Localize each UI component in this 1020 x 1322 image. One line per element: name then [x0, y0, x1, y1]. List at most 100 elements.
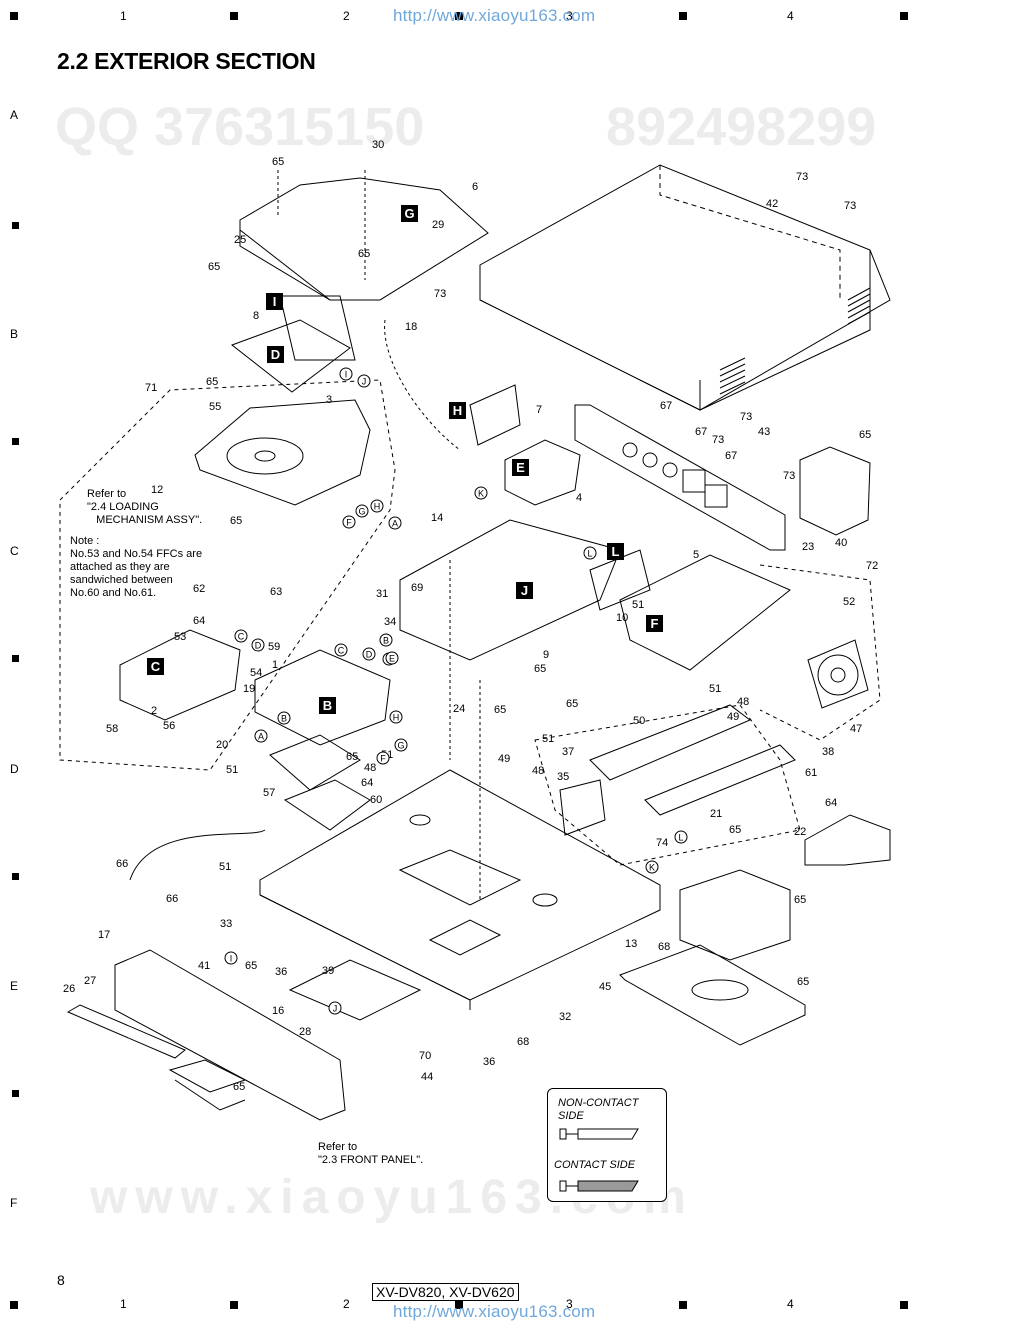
- grid-mark: [679, 12, 687, 20]
- part-number-label: 51: [226, 764, 238, 776]
- part-number-label: 51: [632, 599, 644, 611]
- board-e: [504, 439, 581, 506]
- board-letter-box: [512, 459, 529, 476]
- row-label-a: A: [10, 108, 19, 122]
- col-label-1-bottom: 1: [120, 1297, 127, 1311]
- connector-label: H: [374, 502, 381, 512]
- part-number-label: 47: [850, 723, 862, 735]
- grid-mark: [12, 655, 19, 662]
- part-number-label: 2: [151, 705, 157, 717]
- board-i: [279, 295, 356, 361]
- board-letter-box: [147, 658, 164, 675]
- page-title: 2.2 EXTERIOR SECTION: [57, 48, 316, 74]
- part-number-label: 57: [263, 787, 275, 799]
- part-number-label: 74: [656, 837, 668, 849]
- part-number-label: 32: [559, 1011, 571, 1023]
- heatsink-50: [589, 704, 751, 781]
- disc-tray: [226, 437, 304, 475]
- loading-mechanism: [194, 399, 371, 506]
- part-number-label: 14: [431, 512, 443, 524]
- part-number-label: 40: [835, 537, 847, 549]
- board-letter-label: E: [516, 460, 525, 475]
- board-letter-box: [449, 402, 466, 419]
- transformer: [679, 869, 791, 961]
- legend-contact: CONTACT SIDE: [554, 1159, 636, 1171]
- connector-label: J: [362, 377, 367, 387]
- row-label-f: F: [10, 1196, 18, 1210]
- part-number-label: 64: [361, 777, 373, 789]
- sheet-44: [174, 1079, 246, 1111]
- loading-outline: [59, 379, 396, 771]
- part-number-label: 65: [230, 515, 242, 527]
- note-refer-loading: Refer to "2.4 LOADING MECHANISM ASSY".: [87, 488, 203, 526]
- part-number-label: 4: [576, 492, 582, 504]
- grid-mark: [679, 1301, 687, 1309]
- connector-label: B: [383, 636, 389, 646]
- board-letter-label: L: [612, 544, 620, 559]
- part-number-label: 56: [163, 720, 175, 732]
- grid-mark: [900, 1301, 908, 1309]
- part-number-label: 65: [794, 894, 806, 906]
- part-number-label: 39: [322, 965, 334, 977]
- part-number-label: 58: [106, 723, 118, 735]
- part-number-label: 3: [326, 394, 332, 406]
- grid-mark: [12, 1090, 19, 1097]
- board-letter-label: C: [151, 659, 161, 674]
- part-number-label: 51: [219, 861, 231, 873]
- part-number-label: 36: [275, 966, 287, 978]
- connector-circle: [389, 710, 403, 724]
- bottom-plate: [619, 944, 806, 1046]
- connector-label: K: [649, 863, 655, 873]
- part-number-label: 73: [783, 470, 795, 482]
- connector-label: B: [281, 714, 287, 724]
- connector-circle: [388, 516, 402, 530]
- board-h: [469, 384, 521, 446]
- connector-label: A: [258, 732, 264, 742]
- col-label-2-bottom: 2: [343, 1297, 350, 1311]
- part-number-label: 65: [534, 663, 546, 675]
- part-number-label: 42: [766, 198, 778, 210]
- part-number-label: 72: [866, 560, 878, 572]
- board-letter-box: [267, 346, 284, 363]
- connector-label: D: [255, 641, 262, 651]
- part-number-label: 36: [483, 1056, 495, 1068]
- board-letter-label: G: [404, 206, 414, 221]
- connector-label: K: [478, 489, 484, 499]
- part-number-label: 73: [740, 411, 752, 423]
- grid-mark: [12, 222, 19, 229]
- connector-circle: [379, 633, 393, 647]
- heatsink-48: [644, 744, 796, 816]
- part-number-label: 12: [151, 484, 163, 496]
- part-number-label: 10: [616, 612, 628, 624]
- part-number-label: 63: [270, 586, 282, 598]
- connector-label: I: [230, 954, 233, 964]
- board-letter-box: [607, 543, 624, 560]
- connector-circle: [277, 711, 291, 725]
- part-number-label: 65: [358, 248, 370, 260]
- part-number-label: 44: [421, 1071, 433, 1083]
- connector-label: F: [346, 518, 352, 528]
- footer-url-link[interactable]: http://www.xiaoyu163.com: [393, 1302, 596, 1321]
- part-number-label: 73: [796, 171, 808, 183]
- part-number-label: 6: [472, 181, 478, 193]
- part-number-label: 62: [193, 583, 205, 595]
- front-strip-41: [66, 1004, 186, 1059]
- header-url-link[interactable]: http://www.xiaoyu163.com: [393, 6, 596, 25]
- row-label-b: B: [10, 327, 19, 341]
- grid-mark: [10, 1301, 18, 1309]
- part-number-label: 31: [376, 588, 388, 600]
- connector-circle: [385, 651, 399, 665]
- col-label-4-bottom: 4: [787, 1297, 794, 1311]
- top-cover: [479, 164, 891, 411]
- row-label-c: C: [10, 544, 19, 558]
- contact-legend: NON-CONTACT SIDE CONTACT SIDE: [547, 1088, 667, 1202]
- connector-label: L: [587, 549, 592, 559]
- col-label-2: 2: [343, 9, 350, 23]
- grid-mark: [455, 12, 463, 20]
- front-panel: [114, 949, 346, 1121]
- grid-mark: [230, 1301, 238, 1309]
- part-number-label: 64: [825, 797, 837, 809]
- part-number-label: 50: [633, 715, 645, 727]
- sheet-61: [283, 779, 371, 831]
- board-g: [239, 177, 489, 301]
